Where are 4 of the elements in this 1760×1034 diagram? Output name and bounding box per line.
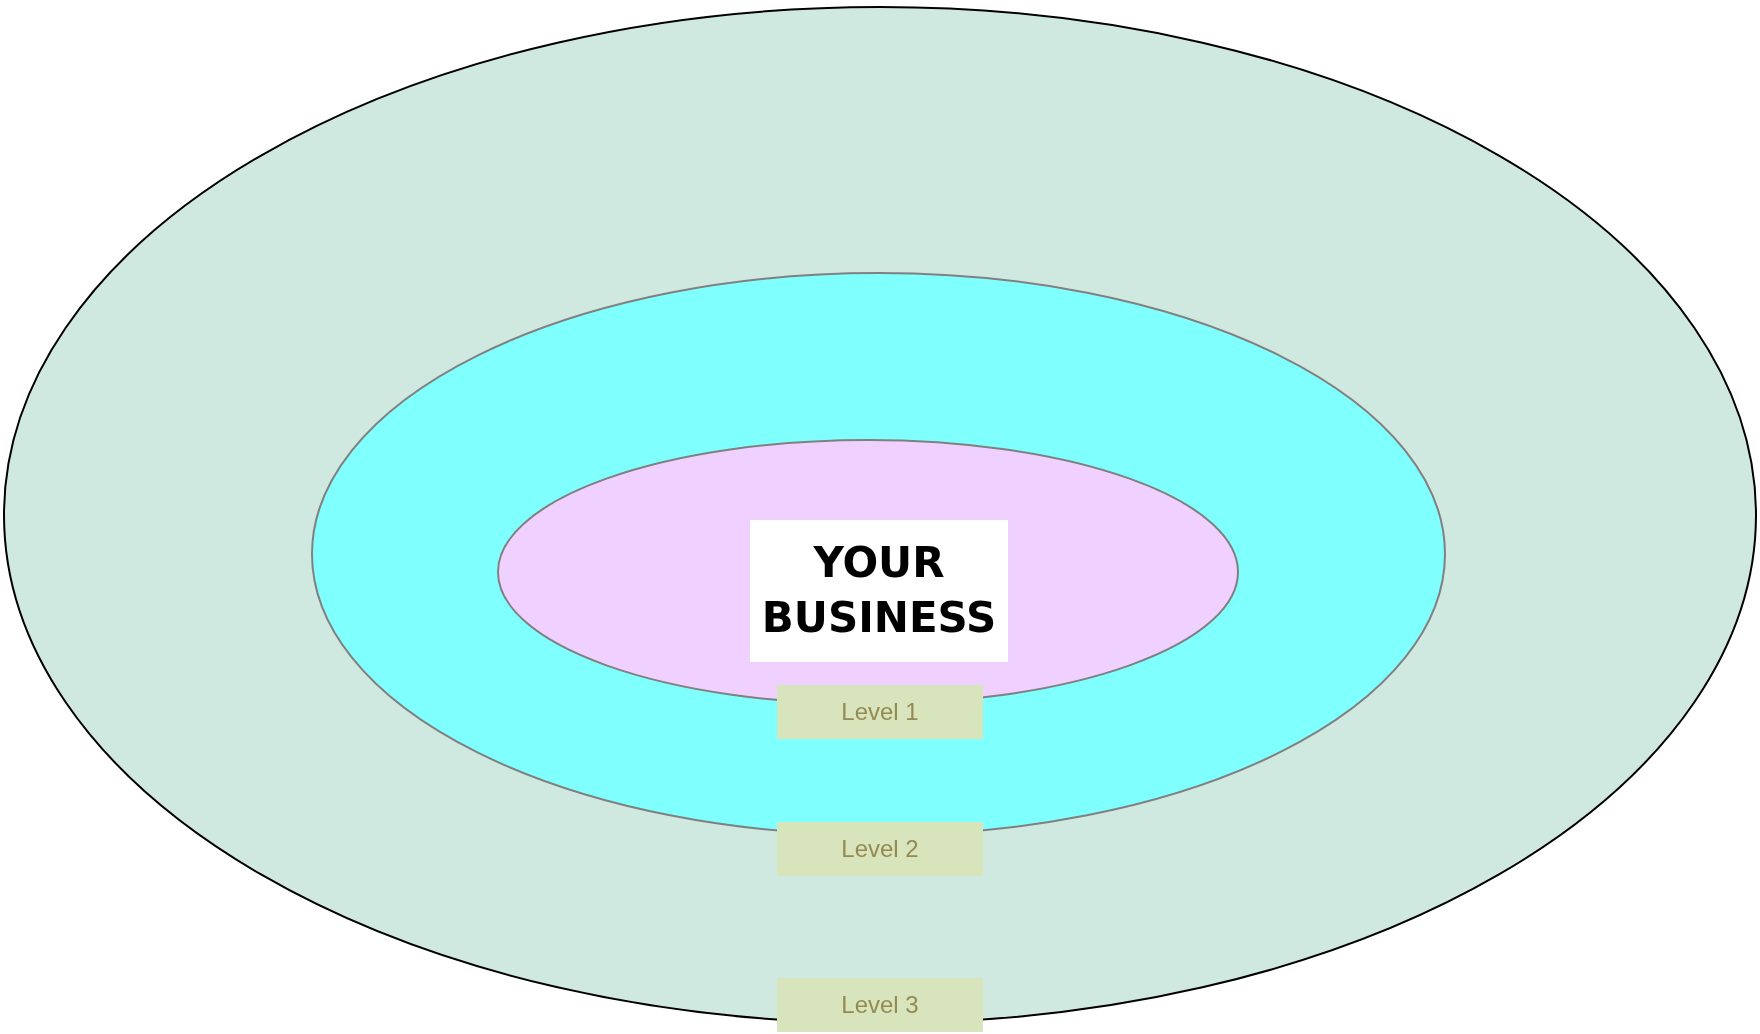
level-tag: Level 3 [777,978,983,1032]
level-tag: Level 1 [777,685,983,739]
business-card: YOUR BUSINESS [750,520,1008,662]
level-tag: Level 2 [777,822,983,876]
